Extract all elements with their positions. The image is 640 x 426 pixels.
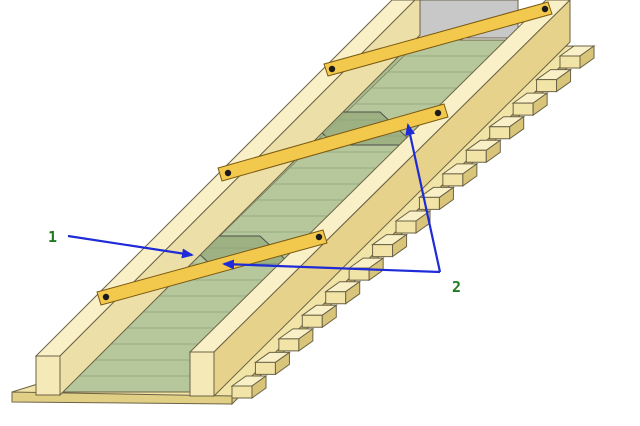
stake-block [371, 233, 409, 258]
bolt-icon [434, 109, 442, 117]
stake-block [277, 327, 315, 352]
callout-label-1: 1 [48, 228, 57, 246]
stake-block [535, 68, 573, 93]
stake-block [230, 375, 268, 399]
bolt-icon [224, 169, 232, 177]
callout-arrows [67, 123, 442, 274]
stake-block [417, 186, 455, 211]
bolt-icon [541, 5, 549, 13]
arrow-2b [405, 123, 442, 273]
stake-block [394, 210, 432, 234]
stake-block [511, 92, 549, 117]
arrow-1 [67, 234, 194, 259]
stake-block [441, 162, 479, 187]
stake-block [253, 351, 291, 376]
cross-plank-middle [217, 103, 449, 182]
bolt-icon [315, 233, 323, 241]
stake-blocks [230, 45, 596, 399]
stake-block [464, 139, 502, 164]
right-wall [188, 0, 571, 398]
cross-plank-top [323, 1, 553, 77]
callout-label-2: 2 [452, 278, 461, 296]
cross-plank-bottom [96, 229, 328, 306]
arrow-2a [222, 259, 441, 274]
bolt-icon [102, 293, 110, 301]
stake-block [488, 115, 526, 140]
stake-block [324, 280, 362, 305]
bolt-icon [328, 65, 336, 73]
stake-block [300, 304, 338, 329]
stake-block [558, 45, 596, 69]
